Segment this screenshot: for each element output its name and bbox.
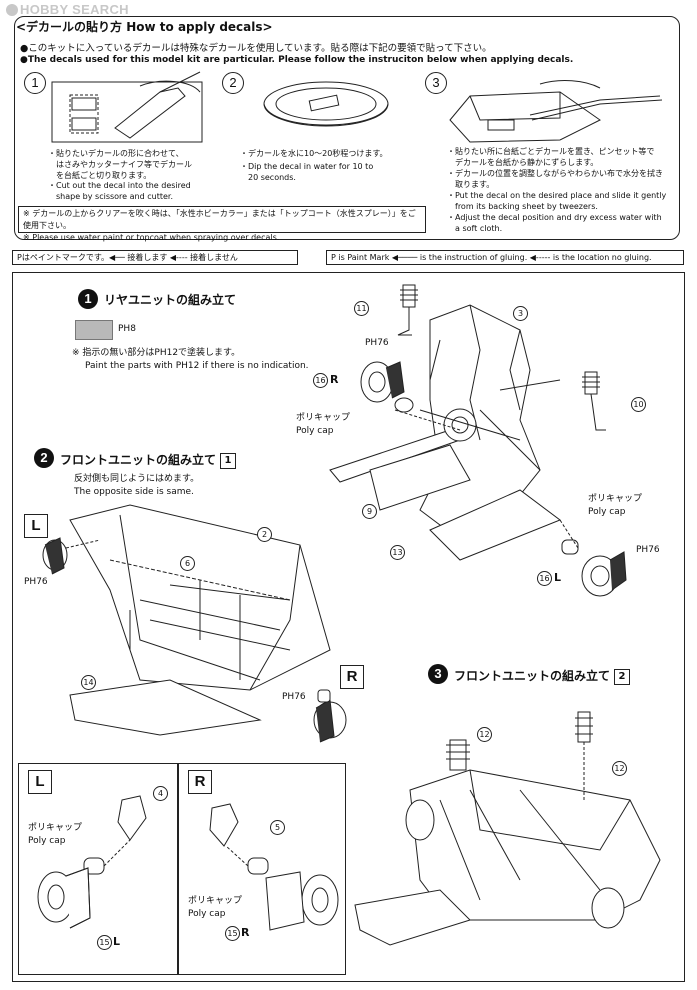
part-15-right-side: R [241, 926, 250, 939]
watermark: HOBBY SEARCH [6, 2, 129, 17]
inset-right-marker: R [188, 770, 212, 794]
decal-cutting-illustration [51, 71, 203, 143]
assembly-frame [12, 272, 685, 982]
decal-bullet-jp: ●このキットに入っているデカールは特殊なデカールを使用しています。貼る際は下記の… [20, 43, 492, 54]
section-2-step-box: 1 [220, 453, 237, 469]
decal-step-1-number: 1 [24, 72, 46, 94]
front-unit-2-drawing [354, 711, 661, 946]
part-number-15-left: 15 [97, 935, 112, 950]
section-1-number: 1 [78, 289, 98, 309]
paint-mark-front-l: PH76 [24, 577, 48, 587]
polycap-label-en-rear-2: Poly cap [588, 507, 626, 517]
part-number-9: 9 [362, 504, 377, 519]
paint-mark-rear-2: PH76 [636, 545, 660, 555]
rear-unit-drawing [329, 284, 627, 597]
decal-title: <デカールの貼り方 How to apply decals> [16, 20, 273, 34]
decal-step-3-text-jp: ・貼りたい所に台紙ごとデカールを置き、ピンセット等で デカールを台紙から静かにず… [447, 147, 663, 189]
decal-step-2-text-jp: ・デカールを水に10〜20秒程つけます。 [240, 149, 388, 158]
legend-jp: Pはペイントマークです。◀── 接着します ◀‐‐‐‐ 接着しません [12, 250, 298, 265]
polycap-label-jp-inset-l: ポリキャップ [28, 823, 83, 833]
paint-mark-front-r: PH76 [282, 692, 306, 702]
part-number-16-l: 16 [537, 571, 552, 586]
part-15-left-side: L [113, 935, 121, 948]
decal-step-2-number: 2 [222, 72, 244, 94]
polycap-label-jp-rear-2: ポリキャップ [588, 494, 643, 504]
polycap-label-en-inset-l: Poly cap [28, 836, 66, 846]
part-16-left-side: L [554, 571, 562, 584]
inset-left-panel [18, 763, 178, 975]
opposite-note-jp: 反対側も同じようにはめます。 [74, 474, 200, 484]
section-3-step-box: 2 [614, 669, 631, 685]
front-unit-1-drawing [42, 504, 347, 743]
part-number-6: 6 [180, 556, 195, 571]
polycap-label-jp-rear: ポリキャップ [296, 413, 351, 423]
part-16-side-label: R [330, 373, 339, 386]
decal-step-3-text-en: ・Put the decal on the desired place and … [447, 191, 667, 233]
part-number-5: 5 [270, 820, 285, 835]
polycap-label-en-rear: Poly cap [296, 426, 334, 436]
section-3-number: 3 [428, 664, 448, 684]
right-side-marker: R [340, 665, 364, 689]
part-number-4: 4 [153, 786, 168, 801]
inset-right-panel [178, 763, 346, 975]
part-number-12-b: 12 [612, 761, 627, 776]
part-number-13: 13 [390, 545, 405, 560]
decal-step-2-text-en: ・Dip the decal in water for 10 to 20 sec… [240, 162, 374, 182]
part-number-16: 16 [313, 373, 328, 388]
tweezers-illustration [449, 80, 663, 143]
water-dish-illustration [263, 81, 389, 127]
polycap-label-en-inset-r: Poly cap [188, 909, 226, 919]
paint-note-en: Paint the parts with PH12 if there is no… [85, 361, 309, 371]
part-number-3: 3 [513, 306, 528, 321]
legend-en: P is Paint Mark ◀──── is the instruction… [326, 250, 684, 265]
decal-instructions-panel [14, 16, 680, 240]
decal-step-1-text-jp: ・貼りたいデカールの形に合わせて、 はさみやカッターナイフ等でデカール を台紙ご… [48, 149, 192, 180]
part-number-14: 14 [81, 675, 96, 690]
decal-step-3-number: 3 [425, 72, 447, 94]
paint-note-jp: ※ 指示の無い部分はPH12で塗装します。 [72, 348, 241, 358]
part-number-10: 10 [631, 397, 646, 412]
paint-swatch [75, 320, 113, 340]
part-number-11: 11 [354, 301, 369, 316]
decal-bullet-en: ●The decals used for this model kit are … [20, 55, 574, 65]
section-1-title: リヤユニットの組み立て [104, 293, 237, 307]
opposite-note-en: The opposite side is same. [74, 487, 194, 497]
inset-left-drawing [37, 795, 147, 929]
left-side-marker: L [24, 514, 48, 538]
inset-left-marker: L [28, 770, 52, 794]
part-number-2: 2 [257, 527, 272, 542]
decal-note-jp: ※ デカールの上からクリアーを吹く時は、「水性ホビーカラー」または「トップコート… [23, 209, 416, 230]
part-number-15-right: 15 [225, 926, 240, 941]
section-2-number: 2 [34, 448, 54, 468]
decal-step-1-text-en: ・Cut out the decal into the desired shap… [48, 181, 191, 201]
swatch-paint-code: PH8 [118, 324, 136, 334]
part-number-12-a: 12 [477, 727, 492, 742]
paint-mark-rear: PH76 [365, 338, 389, 348]
inset-right-drawing [209, 803, 339, 931]
polycap-label-jp-inset-r: ポリキャップ [188, 896, 243, 906]
decal-note-box: ※ デカールの上からクリアーを吹く時は、「水性ホビーカラー」または「トップコート… [18, 206, 426, 242]
watermark-logo-icon [6, 4, 18, 16]
decal-note-en: ※ Please use water paint or topcoat when… [23, 233, 280, 242]
